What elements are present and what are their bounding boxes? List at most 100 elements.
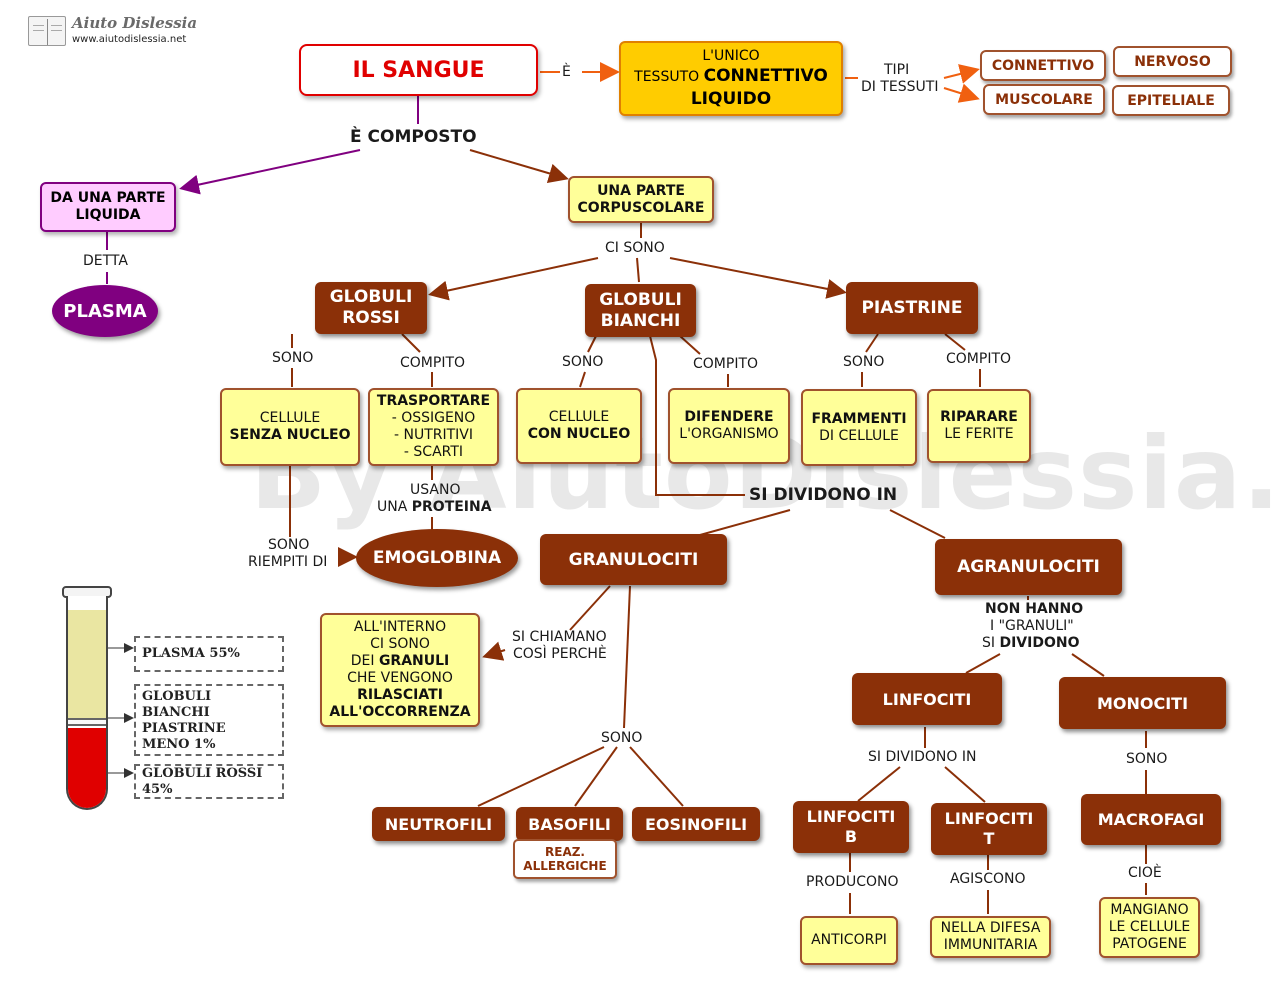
reaz-box: REAZ. ALLERGICHE	[513, 839, 617, 879]
difendere-line2: L'ORGANISMO	[679, 426, 779, 442]
granulociti-sono-label: SONO	[601, 730, 643, 746]
ci-sono-label: CI SONO	[605, 240, 665, 256]
granuli-line5: RILASCIATI	[357, 687, 443, 703]
cellule-con-box: CELLULE CON NUCLEO	[516, 388, 642, 464]
piastrine-sono-label: SONO	[843, 354, 885, 370]
linfociti-divid-label: SI DIVIDONO IN	[868, 749, 977, 765]
granuli-line2: CI SONO	[370, 636, 430, 652]
test-tube	[62, 586, 112, 814]
usano-line2a: UNA	[377, 499, 412, 515]
granuli-line3a: DEI	[350, 653, 379, 669]
globuli-bianchi-node: GLOBULI BIANCHI	[585, 284, 696, 337]
trasportare-line4: - SCARTI	[403, 444, 464, 460]
difendere-line1: DIFENDERE	[684, 409, 774, 425]
cellule-con-line2: CON NUCLEO	[527, 426, 631, 442]
si-dividono-label: SI DIVIDONO IN	[749, 485, 898, 505]
rossi-compito-label: COMPITO	[400, 355, 466, 371]
granuli-box: ALL'INTERNO CI SONO DEI GRANULI CHE VENG…	[320, 613, 480, 727]
tipi-label-1: TIPI	[884, 62, 910, 78]
trasportare-line1: TRASPORTARE	[376, 393, 491, 409]
tessuto-line1: L'UNICO	[702, 48, 760, 64]
agiscono-label: AGISCONO	[950, 871, 1026, 887]
tube-bianchi-line2: PIASTRINE	[142, 721, 226, 736]
liquida-line1: DA UNA PARTE	[50, 190, 166, 206]
tube-bianchi-line1: GLOBULI BIANCHI	[142, 689, 212, 720]
macrofagi-node: MACROFAGI	[1081, 794, 1221, 845]
non-hanno-line3: SI DIVIDONO	[982, 635, 1079, 652]
tessuto-line2a: TESSUTO	[634, 69, 704, 85]
tube-bianchi-label: GLOBULI BIANCHI PIASTRINE MENO 1%	[134, 684, 284, 756]
producono-label: PRODUCONO	[806, 874, 899, 890]
granuli-line4: CHE VENGONO	[347, 670, 453, 686]
linfociti-b-node: LINFOCITI B	[793, 801, 909, 853]
frammenti-box: FRAMMENTI DI CELLULE	[801, 389, 917, 466]
tipo-muscolare: MUSCOLARE	[983, 84, 1105, 115]
logo-name: Aiuto Dislessia	[72, 14, 198, 32]
piastrine-compito-label: COMPITO	[946, 351, 1012, 367]
tube-plasma-layer	[68, 610, 106, 722]
riempiti-line1: SONO	[268, 537, 310, 553]
usano-line2b: PROTEINA	[411, 499, 492, 515]
corpuscolare-line1: UNA PARTE	[597, 182, 685, 199]
trasportare-box: TRASPORTARE - OSSIGENO - NUTRITIVI - SCA…	[368, 388, 499, 466]
linfociti-b-line2: B	[844, 827, 858, 846]
mangiano-line1: MANGIANO	[1110, 902, 1189, 918]
riparare-box: RIPARARE LE FERITE	[927, 389, 1031, 463]
mangiano-line2: LE CELLULE	[1108, 919, 1191, 935]
tipi-label-2: DI TESSUTI	[861, 79, 939, 95]
linfociti-node: LINFOCITI	[852, 673, 1002, 725]
tube-rossi-label: GLOBULI ROSSI 45%	[134, 764, 284, 799]
plasma-node: PLASMA	[52, 285, 158, 337]
cioe-label: CIOÈ	[1128, 865, 1162, 881]
cellule-con-line1: CELLULE	[548, 409, 610, 425]
tube-rossi-text: GLOBULI ROSSI 45%	[142, 765, 263, 797]
corpuscolare-box: UNA PARTE CORPUSCOLARE	[568, 176, 714, 223]
globuli-rossi-line2: ROSSI	[342, 308, 400, 328]
granuli-line3: DEI GRANULI	[351, 653, 450, 670]
reaz-line1: REAZ.	[545, 845, 585, 859]
globuli-bianchi-line1: GLOBULI	[599, 289, 682, 310]
tube-body	[66, 596, 108, 810]
trasportare-line2: - OSSIGENO	[391, 410, 476, 426]
usano-line1: USANO	[410, 482, 461, 498]
basofili-node: BASOFILI	[516, 807, 623, 841]
granuli-line3b: GRANULI	[378, 653, 450, 669]
liquida-box: DA UNA PARTE LIQUIDA	[40, 182, 176, 232]
agranulociti-node: AGRANULOCITI	[935, 539, 1122, 595]
riparare-line1: RIPARARE	[940, 409, 1018, 425]
frammenti-line2: DI CELLULE	[819, 427, 899, 444]
globuli-rossi-line1: GLOBULI	[329, 287, 413, 307]
monociti-node: MONOCITI	[1059, 677, 1226, 729]
non-hanno-line3b: DIVIDONO	[999, 635, 1080, 651]
composto-label: È COMPOSTO	[350, 127, 477, 147]
page-title: IL SANGUE	[352, 57, 485, 83]
tube-plasma-text: PLASMA 55%	[142, 646, 240, 661]
si-chiamano-line2: COSÌ PERCHÈ	[513, 646, 607, 662]
anticorpi-text: ANTICORPI	[811, 932, 887, 948]
globuli-bianchi-line2: BIANCHI	[600, 310, 681, 331]
linfociti-t-line1: LINFOCITI	[944, 809, 1034, 828]
tube-white-layer	[68, 718, 106, 726]
linfociti-b-line1: LINFOCITI	[806, 807, 896, 826]
logo[interactable]: Aiuto Dislessia www.aiutodislessia.net	[28, 14, 197, 50]
mangiano-box: MANGIANO LE CELLULE PATOGENE	[1099, 897, 1200, 958]
detta-label: DETTA	[83, 253, 128, 269]
tessuto-line2b: CONNETTIVO	[703, 66, 828, 86]
non-hanno-line3a: SI	[982, 635, 1000, 651]
eosinofili-node: EOSINOFILI	[632, 807, 760, 841]
piastrine-node: PIASTRINE	[846, 282, 978, 334]
linfociti-t-node: LINFOCITI T	[931, 803, 1047, 855]
trasportare-line3: - NUTRITIVI	[393, 427, 474, 443]
monociti-sono-label: SONO	[1126, 751, 1168, 767]
granuli-line1: ALL'INTERNO	[353, 619, 447, 635]
tipo-connettivo: CONNETTIVO	[980, 50, 1106, 81]
tube-plasma-label: PLASMA 55%	[134, 636, 284, 672]
book-icon	[28, 16, 66, 46]
reaz-line2: ALLERGICHE	[523, 859, 607, 873]
cellule-senza-line1: CELLULE	[259, 410, 321, 426]
bianchi-sono-label: SONO	[562, 354, 604, 370]
usano-line2: UNA PROTEINA	[377, 499, 492, 516]
tessuto-box: L'UNICO TESSUTO CONNETTIVO LIQUIDO	[619, 41, 843, 116]
cellule-senza-box: CELLULE SENZA NUCLEO	[220, 388, 360, 466]
tube-red-layer	[68, 728, 106, 808]
